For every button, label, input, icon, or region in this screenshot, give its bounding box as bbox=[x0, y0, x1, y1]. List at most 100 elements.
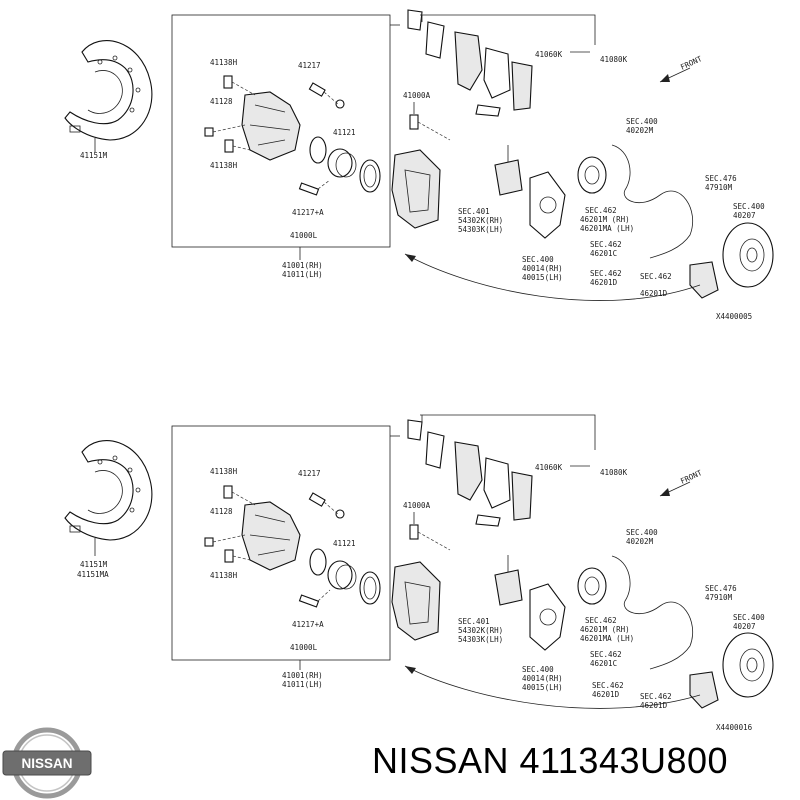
diagram-code-bottom: X4400016 bbox=[716, 723, 753, 732]
label-sec462-c-b: 46201MA (LH) bbox=[580, 634, 634, 643]
label-41121: 41121 bbox=[333, 128, 356, 137]
dust-shield-b bbox=[64, 440, 153, 556]
piston-b bbox=[327, 560, 353, 590]
label-sec400-f-b: SEC.400 bbox=[733, 613, 765, 622]
label-41138h-b-b: 41138H bbox=[210, 571, 238, 580]
label-41060k: 41060K bbox=[535, 50, 563, 59]
label-41060k-b: 41060K bbox=[535, 463, 563, 472]
caliper-bracket bbox=[241, 91, 301, 161]
diagram-bottom: 41151M 41151MA 41138H 41128 41138H 41217… bbox=[64, 414, 774, 732]
caliper-bracket-b bbox=[241, 501, 301, 571]
label-sec462-h-b: SEC.462 bbox=[640, 692, 672, 701]
label-sec462-e: 46201C bbox=[590, 249, 617, 258]
label-sec462-b-b: 46201M (RH) bbox=[580, 625, 630, 634]
label-41217a-b: 41217+A bbox=[292, 620, 324, 629]
label-41121-b: 41121 bbox=[333, 539, 356, 548]
dust-shield bbox=[64, 40, 153, 152]
label-sec462-i-b: 46201D bbox=[640, 701, 668, 710]
bolts-group-b bbox=[204, 485, 419, 608]
label-sec400-d: SEC.400 bbox=[626, 117, 658, 126]
caliper-box-b bbox=[171, 425, 391, 661]
wheel-hub bbox=[577, 156, 607, 194]
caliper-housing-b bbox=[391, 561, 441, 641]
label-front-b: FRONT bbox=[679, 468, 704, 486]
piston-boot bbox=[359, 159, 381, 193]
caliper-small-b bbox=[689, 671, 719, 709]
brake-disc-b bbox=[722, 632, 774, 698]
label-sec400-b: 40014(RH) bbox=[522, 264, 563, 273]
abs-sensor-hose-b bbox=[611, 555, 694, 670]
label-sec462-a: SEC.462 bbox=[585, 206, 617, 215]
label-sec401-a-b: SEC.401 bbox=[458, 617, 490, 626]
label-sec462-b: 46201M (RH) bbox=[580, 215, 630, 224]
label-41128-b: 41128 bbox=[210, 507, 233, 516]
label-sec400-g: 40207 bbox=[733, 211, 756, 220]
label-41000a-b: 41000A bbox=[403, 501, 431, 510]
label-sec462-g: 46201D bbox=[590, 278, 618, 287]
label-41217a: 41217+A bbox=[292, 208, 324, 217]
label-41138h-a-b: 41138H bbox=[210, 467, 238, 476]
label-41217: 41217 bbox=[298, 61, 321, 70]
label-sec400-e-b: 40202M bbox=[626, 537, 654, 546]
label-sec476-a-b: SEC.476 bbox=[705, 584, 737, 593]
piston-seal bbox=[309, 136, 327, 164]
part-number-caption: NISSAN 411343U800 bbox=[372, 740, 729, 781]
label-caliper-rh-b: 41001(RH) bbox=[282, 671, 323, 680]
caliper-housing bbox=[391, 149, 441, 229]
label-caliper-b: 41000L bbox=[290, 643, 318, 652]
wheel-hub-b bbox=[577, 567, 607, 605]
label-sec401-c-b: 54303K(LH) bbox=[458, 635, 503, 644]
steering-knuckle-b bbox=[529, 583, 566, 651]
label-sec462-d-b: SEC.462 bbox=[590, 650, 622, 659]
piston-seal-b bbox=[309, 548, 327, 576]
label-sec462-c: 46201MA (LH) bbox=[580, 224, 634, 233]
label-sec462-f: SEC.462 bbox=[590, 269, 622, 278]
label-shield-b: 41151M bbox=[80, 560, 108, 569]
brake-disc bbox=[722, 222, 774, 288]
label-41138h-a: 41138H bbox=[210, 58, 238, 67]
caliper-small bbox=[689, 261, 719, 299]
label-sec462-d: SEC.462 bbox=[590, 240, 622, 249]
label-shield2-b: 41151MA bbox=[77, 570, 109, 579]
front-arrow-b: FRONT bbox=[659, 468, 704, 497]
label-sec400-f: SEC.400 bbox=[733, 202, 765, 211]
label-caliper-lh: 41011(LH) bbox=[282, 270, 323, 279]
diagram-code-top: X4400005 bbox=[716, 312, 752, 321]
label-front: FRONT bbox=[679, 54, 704, 72]
label-sec401-b-b: 54302K(RH) bbox=[458, 626, 503, 635]
label-41080k-b: 41080K bbox=[600, 468, 628, 477]
label-41217-b: 41217 bbox=[298, 469, 321, 478]
label-sec462-a-b: SEC.462 bbox=[585, 616, 617, 625]
label-41128: 41128 bbox=[210, 97, 233, 106]
label-sec400-a: SEC.400 bbox=[522, 255, 554, 264]
bolts-group bbox=[204, 75, 419, 196]
piston bbox=[327, 148, 353, 178]
piston-boot-b bbox=[359, 571, 381, 605]
label-sec400-d-b: SEC.400 bbox=[626, 528, 658, 537]
baffle-plate bbox=[494, 159, 523, 196]
label-sec462-g-b: 46201D bbox=[592, 690, 620, 699]
brake-pads bbox=[407, 9, 533, 117]
label-sec476-b: 47910M bbox=[705, 183, 733, 192]
diagram-top: 41151M 41138H 41128 41138H 41217 41121 4… bbox=[64, 9, 774, 321]
label-sec462-e-b: 46201C bbox=[590, 659, 617, 668]
steering-knuckle bbox=[529, 171, 566, 239]
brake-pads-b bbox=[407, 419, 533, 527]
nissan-logo-text: NISSAN bbox=[21, 756, 72, 771]
assembly-arrow-b bbox=[404, 665, 701, 709]
label-caliper: 41000L bbox=[290, 231, 318, 240]
label-sec401-b: 54302K(RH) bbox=[458, 216, 503, 225]
label-41138h-b: 41138H bbox=[210, 161, 238, 170]
label-sec400-c-b: 40015(LH) bbox=[522, 683, 563, 692]
label-41000a: 41000A bbox=[403, 91, 431, 100]
label-sec400-g-b: 40207 bbox=[733, 622, 756, 631]
label-sec476-b-b: 47910M bbox=[705, 593, 733, 602]
assembly-arrow bbox=[404, 253, 701, 301]
label-sec401-a: SEC.401 bbox=[458, 207, 490, 216]
label-caliper-lh-b: 41011(LH) bbox=[282, 680, 323, 689]
label-sec400-b-b: 40014(RH) bbox=[522, 674, 563, 683]
nissan-logo: NISSAN bbox=[2, 727, 92, 799]
label-sec462-h: SEC.462 bbox=[640, 272, 672, 281]
caliper-box bbox=[171, 14, 391, 248]
